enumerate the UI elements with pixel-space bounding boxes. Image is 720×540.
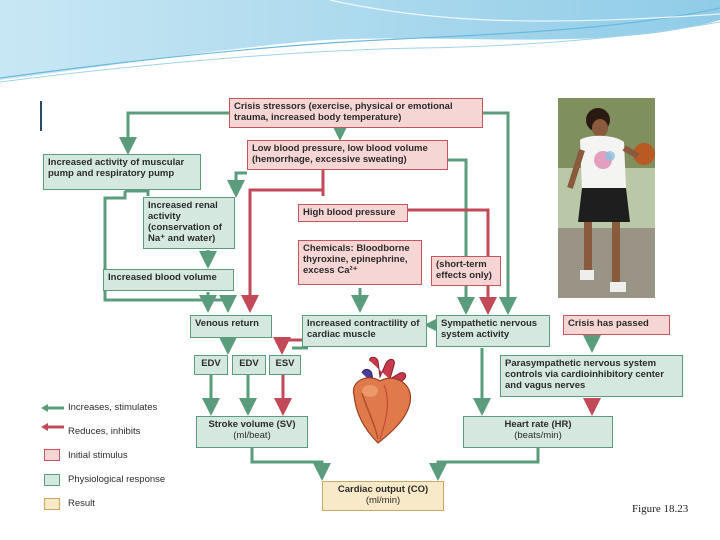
header-wave-decoration xyxy=(0,0,720,83)
heart-rate-unit: (beats/min) xyxy=(514,430,562,441)
legend-reduces: Reduces, inhibits xyxy=(68,426,141,437)
increase-arrow-icon xyxy=(41,404,48,412)
cardiac-output-unit: (ml/min) xyxy=(365,495,401,506)
heart-rate-box: Heart rate (HR) (beats/min) xyxy=(463,416,613,448)
high-blood-pressure-box: High blood pressure xyxy=(298,204,408,222)
venous-return-box: Venous return xyxy=(190,315,272,338)
crisis-passed-box: Crisis has passed xyxy=(563,315,670,335)
cardiac-output-title: Cardiac output (CO) xyxy=(337,484,429,495)
blood-volume-box: Increased blood volume xyxy=(103,269,234,291)
sympathetic-activity-box: Sympathetic nervous system activity xyxy=(436,315,550,347)
legend-increases: Increases, stimulates xyxy=(68,402,158,413)
short-term-effects-box: (short-term effects only) xyxy=(431,256,501,286)
edv-box-2: EDV xyxy=(232,355,266,375)
heart-rate-title: Heart rate (HR) xyxy=(504,419,572,430)
legend-initial: Initial stimulus xyxy=(68,450,128,461)
legend-result: Result xyxy=(68,498,95,509)
heart-illustration xyxy=(352,356,412,444)
esv-box: ESV xyxy=(269,355,301,375)
muscular-pump-box: Increased activity of muscular pump and … xyxy=(43,154,201,190)
legend-arrows xyxy=(41,404,64,431)
stroke-volume-box: Stroke volume (SV) (ml/beat) xyxy=(196,416,308,448)
contractility-box: Increased contractility of cardiac muscl… xyxy=(302,315,427,347)
legend-initial-swatch xyxy=(44,449,60,461)
reduce-arrow-icon xyxy=(41,423,48,431)
crisis-stressors-box: Crisis stressors (exercise, physical or … xyxy=(229,98,483,128)
figure-caption: Figure 18.23 xyxy=(632,503,689,515)
chemicals-box: Chemicals: Bloodborne thyroxine, epineph… xyxy=(298,240,422,285)
low-blood-pressure-box: Low blood pressure, low blood volume (he… xyxy=(247,140,448,170)
stroke-volume-unit: (ml/beat) xyxy=(233,430,271,441)
text-cursor-bar xyxy=(40,101,42,131)
stroke-volume-title: Stroke volume (SV) xyxy=(208,419,296,430)
renal-activity-box: Increased renal activity (conservation o… xyxy=(143,197,235,249)
parasympathetic-box: Parasympathetic nervous system controls … xyxy=(500,355,683,397)
edv-box-1: EDV xyxy=(194,355,228,375)
legend-physiological: Physiological response xyxy=(68,474,166,485)
legend-response-swatch xyxy=(44,474,60,486)
legend-result-swatch xyxy=(44,498,60,510)
basketball-player-photo xyxy=(558,98,655,298)
cardiac-output-box: Cardiac output (CO) (ml/min) xyxy=(322,481,444,511)
